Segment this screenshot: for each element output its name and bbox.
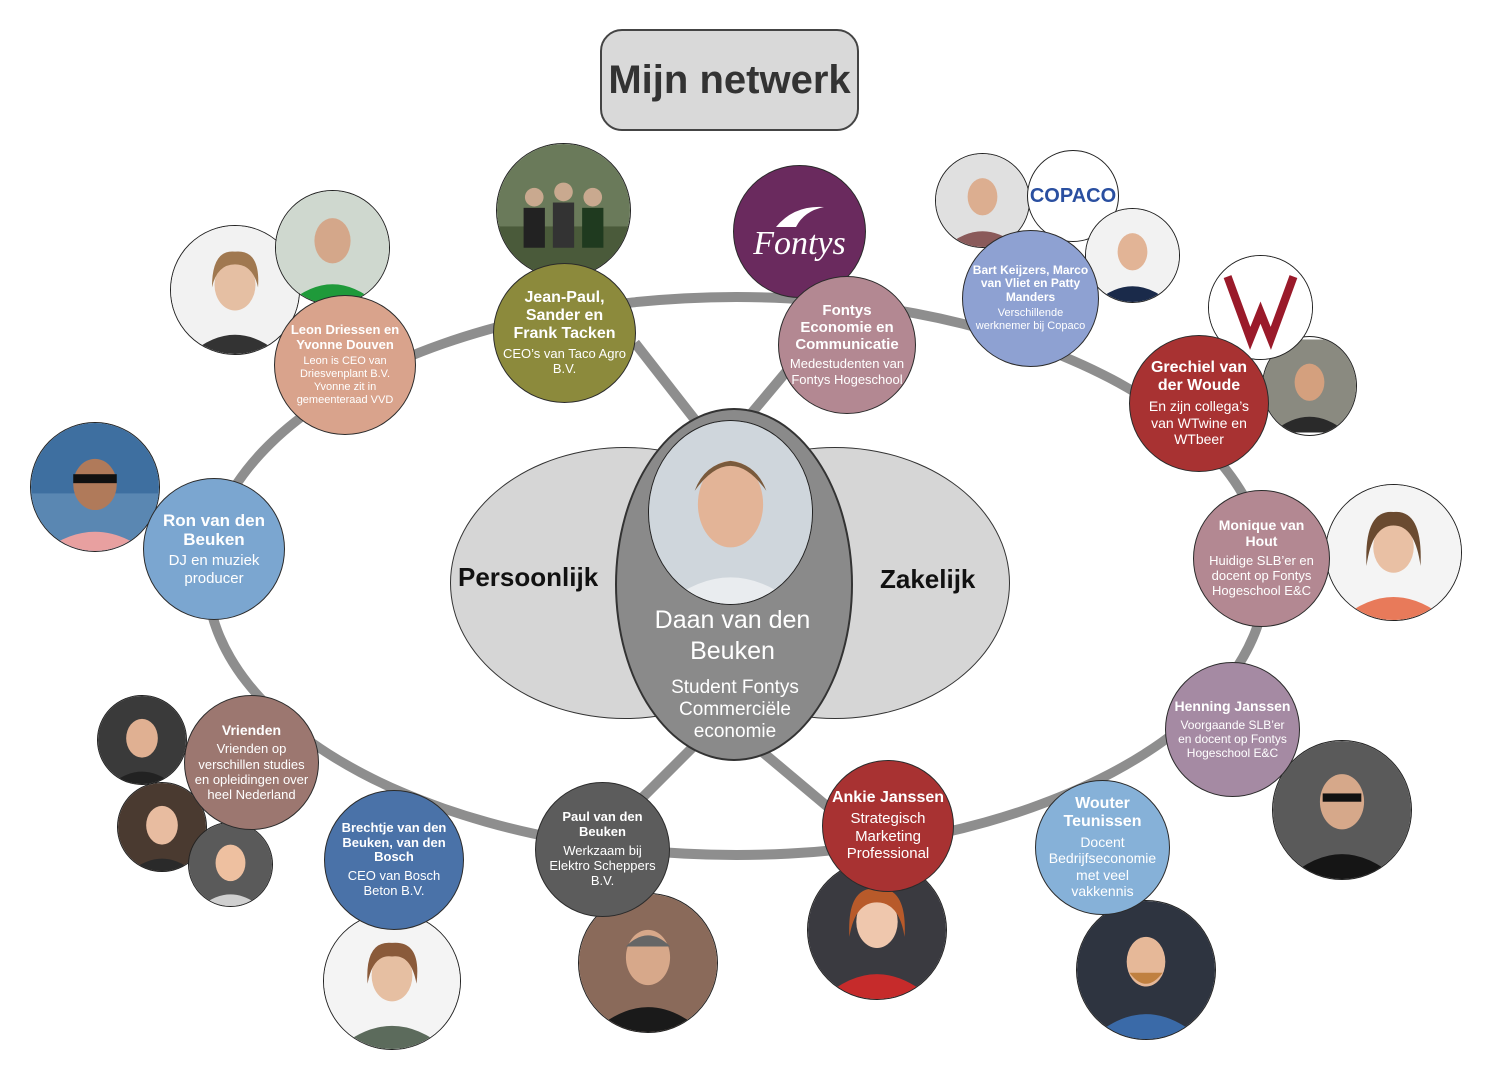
- center-photo: [648, 420, 813, 605]
- photo-tacken: [496, 143, 631, 278]
- photo-ron: [30, 422, 160, 552]
- node-henning: Henning Janssen Voorgaande SLB’er en doc…: [1165, 662, 1300, 797]
- photo-brechtje: [323, 912, 461, 1050]
- page-title: Mijn netwerk: [600, 29, 859, 131]
- node-grechiel: Grechiel van der Woude En zijn collega’s…: [1129, 335, 1269, 472]
- photo-wouter: [1076, 900, 1216, 1040]
- copaco-logo-text: COPACO: [1029, 184, 1117, 207]
- photo-monique: [1325, 484, 1462, 621]
- fontys-logo-text: Fontys: [753, 224, 846, 262]
- photo-grechiel: [1262, 336, 1357, 436]
- business-label: Zakelijk: [880, 564, 976, 594]
- node-vrienden: Vrienden Vrienden op verschillen studies…: [184, 695, 319, 830]
- photo-leon: [275, 190, 390, 305]
- node-brechtje: Brechtje van den Beuken, van den Bosch C…: [324, 790, 464, 930]
- node-driessen: Leon Driessen en Yvonne Douven Leon is C…: [274, 295, 416, 435]
- personal-label: Persoonlijk: [458, 562, 599, 592]
- node-wouter: Wouter Teunissen Docent Bedrijfseconomie…: [1035, 780, 1170, 915]
- fontys-logo: Fontys: [733, 165, 866, 298]
- photo-friend-1: [97, 695, 187, 785]
- photo-paul: [578, 893, 718, 1033]
- node-paul: Paul van den Beuken Werkzaam bij Elektro…: [535, 782, 670, 917]
- center-subtitle: Student Fontys Commerciële economie: [671, 677, 799, 743]
- node-ron: Ron van den Beuken DJ en muziek producer: [143, 478, 285, 620]
- photo-henning: [1272, 740, 1412, 880]
- photo-marco: [1085, 208, 1180, 303]
- photo-friend-3: [188, 822, 273, 907]
- fontys-bird-icon: [775, 206, 824, 227]
- node-ankie: Ankie Janssen Strategisch Marketing Prof…: [822, 760, 954, 892]
- node-copaco: Bart Keijzers, Marco van Vliet en Patty …: [962, 230, 1099, 367]
- center-name: Daan van den Beuken: [654, 606, 811, 666]
- node-tacken: Jean-Paul, Sander en Frank Tacken CEO’s …: [493, 263, 636, 403]
- node-monique: Monique van Hout Huidige SLB’er en docen…: [1193, 490, 1330, 627]
- node-fontys: Fontys Economie en Communicatie Medestud…: [778, 276, 916, 414]
